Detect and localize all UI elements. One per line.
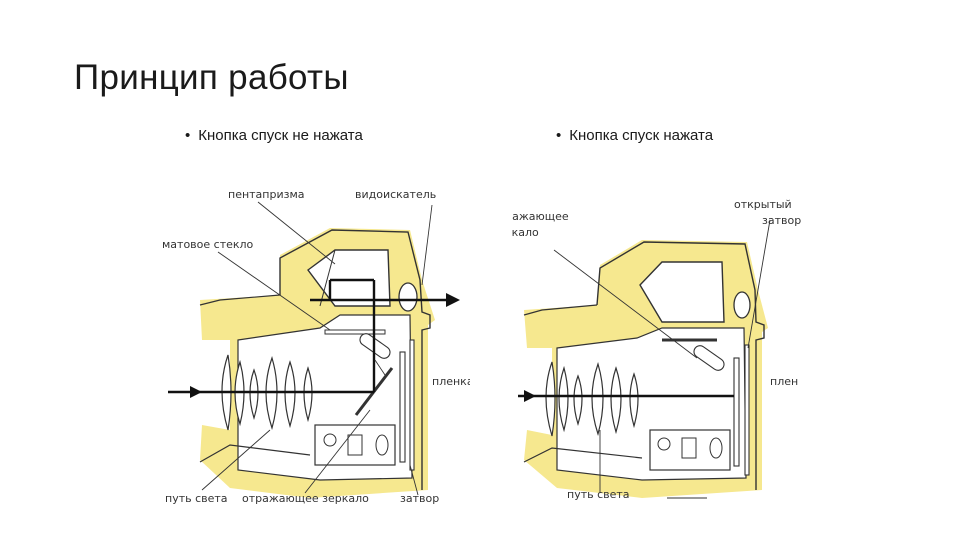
bullet-dot: • <box>185 127 191 144</box>
eyepiece-lens <box>398 282 418 312</box>
camera-outline-front <box>199 294 311 463</box>
slide-title: Принцип работы <box>74 58 349 97</box>
camera-diagram-mirror-up: отражающее зеркало открытый затвор плен … <box>512 198 801 501</box>
label-mirror-line2: зеркало <box>512 226 539 239</box>
ray-arrow-input <box>190 386 202 398</box>
label-film: плен <box>770 375 798 388</box>
label-pentaprism: пентапризма <box>228 188 305 201</box>
ray-arrow-output <box>446 293 460 307</box>
label-mirror-line1: отражающее <box>512 210 569 223</box>
ray-arrow-input <box>524 390 536 402</box>
label-light-path: путь света <box>165 492 228 505</box>
camera-diagram-mirror-down: пентапризма видоискатель матовое стекло … <box>162 188 470 505</box>
label-viewfinder: видоискатель <box>355 188 436 201</box>
label-film: пленка <box>432 375 470 388</box>
lens-group <box>545 361 639 437</box>
film-plane <box>733 357 740 467</box>
label-open-shutter-line2: затвор <box>762 214 801 227</box>
leader-lines <box>201 201 433 496</box>
label-mirror: отражающее зеркало <box>242 492 369 505</box>
label-light-path: путь света <box>567 488 630 501</box>
matte-glass <box>324 329 386 335</box>
camera-outline <box>279 229 431 490</box>
bullet-text: Кнопка спуск не нажата <box>198 127 363 144</box>
mirror-hinge <box>693 345 725 371</box>
bullet-shutter-pressed: • Кнопка спуск нажата <box>556 127 713 144</box>
label-shutter: затвор <box>400 492 439 505</box>
eyepiece-lens <box>733 291 751 319</box>
bullet-shutter-not-pressed: • Кнопка спуск не нажата <box>185 127 363 144</box>
label-matte-glass: матовое стекло <box>162 238 254 251</box>
light-path-rays <box>168 278 452 394</box>
pentaprism-inner-line <box>319 249 336 307</box>
open-shutter <box>744 344 750 476</box>
bullet-dot: • <box>556 127 562 144</box>
label-open-shutter-line1: открытый <box>734 198 792 211</box>
pentaprism-shape <box>639 261 725 323</box>
leader-lines <box>553 219 771 493</box>
film-plane <box>399 351 406 463</box>
camera-outline-front <box>523 304 643 463</box>
shutter-curtain <box>409 339 415 471</box>
bullet-text: Кнопка спуск нажата <box>569 127 714 144</box>
